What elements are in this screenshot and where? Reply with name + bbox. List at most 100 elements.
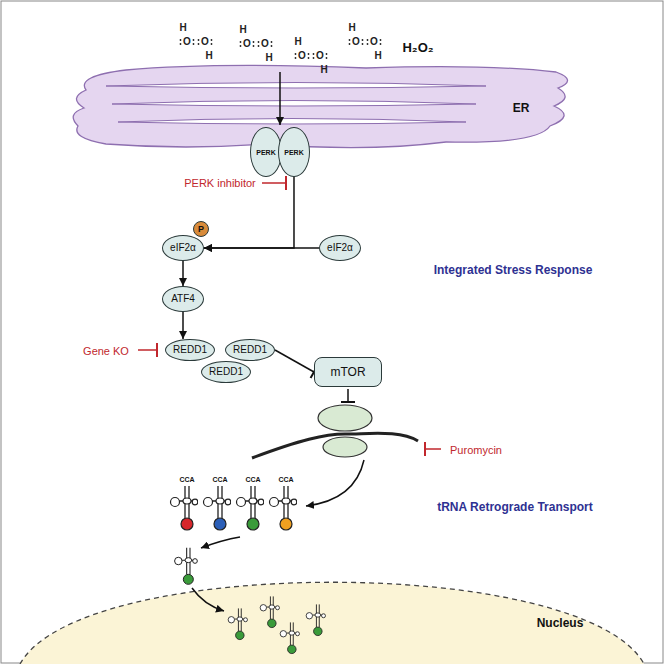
nuclear-trna	[280, 622, 299, 653]
atom-symbol: H	[348, 23, 355, 33]
inhibitor-line	[425, 448, 441, 450]
atom-symbol: O	[298, 51, 306, 61]
nuclear-trna	[228, 608, 247, 639]
node-label: PERK	[256, 149, 275, 156]
inhibition-bar	[341, 401, 355, 403]
lone-pair-dot	[362, 43, 364, 45]
lone-pair-dot	[180, 43, 182, 45]
node-label: mTOR	[330, 366, 365, 378]
lone-pair-dot	[349, 43, 351, 45]
transport-arrow	[201, 537, 240, 548]
er-outline	[66, 64, 578, 154]
protein-oval: REDD1	[225, 339, 275, 361]
trna-end-label: CCA	[278, 476, 293, 483]
lone-pair-dot	[240, 45, 242, 47]
atom-symbol: H	[179, 23, 186, 33]
lone-pair-dot	[258, 41, 260, 43]
trna-red	[171, 486, 198, 530]
protein-oval: REDD1	[165, 339, 215, 361]
trna-green	[175, 548, 198, 585]
atom-symbol: H	[205, 51, 212, 61]
node-label: eIF2α	[327, 243, 353, 253]
atom-symbol: H	[320, 65, 327, 75]
lone-pair-dot	[271, 45, 273, 47]
lone-pair-dot	[193, 43, 195, 45]
lone-pair-dot	[367, 39, 369, 41]
lone-pair-dot	[253, 45, 255, 47]
nuclear-envelope	[20, 582, 644, 664]
lone-pair-dot	[362, 39, 364, 41]
lone-pair-dot	[380, 39, 382, 41]
protein-oval: ATF4	[162, 286, 204, 312]
lone-pair-dot	[367, 43, 369, 45]
atom-symbol: O	[183, 37, 191, 47]
stress-arrow	[279, 72, 281, 125]
er-organelle: ER	[66, 64, 578, 154]
trna-end-label: CCA	[179, 476, 194, 483]
atom-symbol: O	[261, 39, 269, 49]
inhibitor-line	[262, 182, 286, 184]
ribosome-small-subunit	[323, 437, 367, 457]
lone-pair-dot	[308, 53, 310, 55]
lone-pair-dot	[308, 57, 310, 59]
node-label: REDD1	[209, 367, 243, 377]
atom-symbol: O	[243, 39, 251, 49]
atom-symbol: H	[294, 37, 301, 47]
molecule-label: H₂O₂	[402, 41, 433, 54]
er-membrane	[73, 65, 567, 147]
ribosome-large-subunit	[318, 405, 372, 431]
protein-oval: REDD1	[201, 361, 251, 383]
atom-symbol: H	[374, 51, 381, 61]
node-label: REDD1	[173, 345, 207, 355]
inhibitor-line	[138, 349, 157, 351]
nucleus-fill	[20, 582, 644, 664]
release-arrow	[306, 460, 364, 506]
inhibitor-label: PERK inhibitor	[184, 178, 256, 189]
arrow-connector	[182, 312, 184, 339]
lone-pair-dot	[271, 41, 273, 43]
lone-pair-dot	[211, 43, 213, 45]
inhibition-bar	[285, 176, 287, 190]
phospho-circle: P	[193, 221, 209, 237]
er-lumen	[106, 83, 486, 89]
nuclear-trna	[306, 604, 325, 635]
lone-pair-dot	[258, 45, 260, 47]
lone-pair-dot	[313, 57, 315, 59]
lone-pair-dot	[198, 43, 200, 45]
node-label: ATF4	[171, 294, 195, 304]
inhibition-bar	[156, 343, 158, 357]
trna-orange	[270, 486, 297, 530]
lone-pair-dot	[349, 39, 351, 41]
inhibitor-label: Puromycin	[450, 445, 502, 456]
lone-pair-dot	[180, 39, 182, 41]
node-label: P	[198, 225, 204, 234]
trna-end-label: CCA	[212, 476, 227, 483]
import-arrow	[192, 588, 224, 611]
er-lumen	[118, 119, 466, 125]
perk-protein: PERK	[278, 127, 309, 177]
protein-oval: eIF2α	[319, 235, 361, 261]
atom-symbol: O	[201, 37, 209, 47]
lone-pair-dot	[380, 43, 382, 45]
trna-end-label: CCA	[245, 476, 260, 483]
inhibition-line	[347, 389, 349, 402]
mrna-strand	[252, 433, 418, 458]
nucleus-outline	[20, 565, 644, 664]
lone-pair-dot	[326, 53, 328, 55]
section-heading: Integrated Stress Response	[434, 264, 593, 276]
lone-pair-dot	[295, 57, 297, 59]
lone-pair-dot	[198, 39, 200, 41]
perk-protein: PERK	[250, 127, 281, 177]
node-label: Nucleus	[537, 617, 584, 629]
lone-pair-dot	[193, 39, 195, 41]
lone-pair-dot	[240, 41, 242, 43]
kinase-box: mTOR	[314, 357, 382, 387]
trna-green	[237, 486, 264, 530]
lone-pair-dot	[295, 53, 297, 55]
lone-pair-dot	[326, 57, 328, 59]
node-label: PERK	[284, 149, 303, 156]
node-label: ER	[513, 102, 530, 114]
